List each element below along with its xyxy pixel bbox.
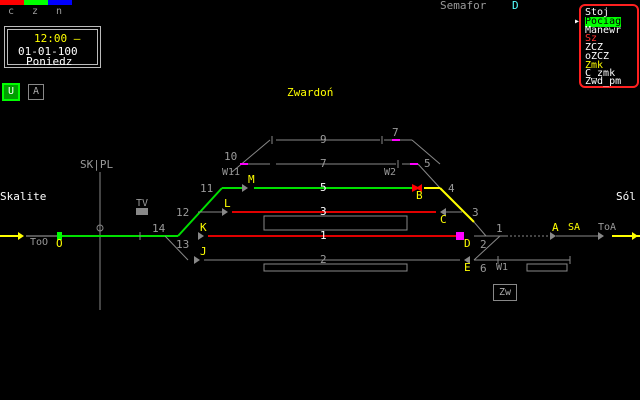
signal-d-label[interactable]: D <box>464 237 471 250</box>
mode-u-label: U <box>7 86 15 97</box>
switch-leg-13 <box>164 235 189 261</box>
arrow-left-icon <box>18 232 24 240</box>
mode-a-label: A <box>32 86 40 97</box>
signal-e-head <box>464 256 470 264</box>
signal-d-head <box>456 232 464 240</box>
arrow-right-icon <box>632 232 638 240</box>
tv-marker <box>136 208 148 215</box>
signal-m-label[interactable]: M <box>248 173 255 186</box>
switch-11-label[interactable]: 11 <box>200 182 214 195</box>
border-post-label: SK|PL <box>80 158 114 171</box>
clock-panel: 12:00 — 01-01-100 Poniedz <box>4 26 101 68</box>
track-1-label: 1 <box>320 229 327 242</box>
platform-lower <box>263 263 408 272</box>
switch-5-label[interactable]: 5 <box>424 157 431 170</box>
track-9-label: 9 <box>320 133 327 146</box>
menu-item-zmk[interactable]: Zmk <box>585 60 604 71</box>
station-skalite: Skalite <box>0 190 47 203</box>
switch-leg-3 <box>473 221 487 237</box>
signal-toa-head <box>598 232 604 240</box>
signal-j-label[interactable]: J <box>200 245 207 258</box>
station-sol: Sól <box>616 190 636 203</box>
menu-item-ozcz[interactable]: oZCZ <box>585 51 610 62</box>
switch-13-label[interactable]: 13 <box>176 238 190 251</box>
switch-w1-label[interactable]: W1 <box>496 262 509 273</box>
signal-l-label[interactable]: L <box>224 197 231 210</box>
signal-o-label[interactable]: O <box>56 237 63 250</box>
clock-date: 01-01-100 <box>18 45 78 58</box>
signal-command-menu: Stoj Pociag Manewr Sz ZCZ oZCZ Zmk C_zmk… <box>579 4 639 88</box>
signal-m-head <box>242 184 248 192</box>
switch-leg-7-upper <box>411 139 441 165</box>
mode-a-button[interactable]: A <box>28 84 44 100</box>
clock-day: Poniedz <box>26 55 73 68</box>
signal-o-head <box>57 232 62 240</box>
signal-e-label[interactable]: E <box>464 261 471 274</box>
signal-tv-label[interactable]: TV <box>136 198 149 209</box>
menu-item-manewr[interactable]: Manewr <box>585 25 622 36</box>
switch-1-label[interactable]: 1 <box>496 222 503 235</box>
legend-label-z: z <box>32 6 39 17</box>
track-5-label: 5 <box>320 181 327 194</box>
menu-item-sz[interactable]: Sz <box>585 33 598 44</box>
switch-14-label[interactable]: 14 <box>152 222 166 235</box>
switch-leg-2 <box>473 235 501 261</box>
switch-2-label[interactable]: 2 <box>480 238 487 251</box>
signal-j-head <box>194 256 200 264</box>
signal-toa-label[interactable]: ToA <box>598 222 617 233</box>
zw-button[interactable]: Zw <box>493 284 517 301</box>
menu-item-c-zmk[interactable]: C_zmk <box>585 68 616 79</box>
switch-leg-4 <box>439 187 475 223</box>
signal-k-label[interactable]: K <box>200 221 207 234</box>
platform-upper <box>263 215 408 231</box>
switch-w2-label[interactable]: W2 <box>384 167 397 178</box>
legend-label-n: n <box>56 6 63 17</box>
border-post-marker <box>96 224 104 232</box>
signal-c-head <box>440 208 446 216</box>
track-2-label: 2 <box>320 253 327 266</box>
signal-c-label[interactable]: C <box>440 213 447 226</box>
mode-u-button[interactable]: U <box>2 83 20 101</box>
legend-red-swatch <box>0 0 24 5</box>
track-7-label: 7 <box>320 157 327 170</box>
signal-too-label[interactable]: ToO <box>30 237 49 248</box>
signal-b-label[interactable]: B <box>416 189 423 202</box>
switch-6-label[interactable]: 6 <box>480 262 487 275</box>
menu-item-zwd-pm[interactable]: Zwd_pm <box>585 76 622 87</box>
signal-l-head <box>222 208 228 216</box>
semafor-label: Semafor <box>440 0 487 12</box>
track-3-label: 3 <box>320 205 327 218</box>
signal-sa-label[interactable]: SA <box>568 222 581 233</box>
signal-a-head <box>550 232 556 240</box>
switch-3-label[interactable]: 3 <box>472 206 479 219</box>
switch-leg-5 <box>417 163 441 189</box>
menu-item-pociag[interactable]: Pociag <box>585 16 622 27</box>
switch-4-label[interactable]: 4 <box>448 182 455 195</box>
station-zwardon: Zwardoń <box>287 86 334 99</box>
switch-7-label[interactable]: 7 <box>392 126 399 139</box>
semafor-value: D <box>512 0 519 12</box>
signal-b-tail <box>416 184 422 192</box>
menu-item-zcz[interactable]: ZCZ <box>585 42 604 53</box>
switch-leg-10 <box>231 139 271 173</box>
switch-10-label[interactable]: 10 <box>224 150 238 163</box>
menu-item-stoj[interactable]: Stoj <box>585 7 610 18</box>
menu-pointer-icon: ▸ <box>574 16 581 27</box>
switch-12-label[interactable]: 12 <box>176 206 190 219</box>
legend-blue-swatch <box>48 0 72 5</box>
legend-label-c: c <box>8 6 15 17</box>
switch-w11-label[interactable]: W11 <box>222 167 241 178</box>
signal-a-label[interactable]: A <box>552 221 559 234</box>
zw-button-label: Zw <box>498 287 512 298</box>
signal-k-head <box>198 232 204 240</box>
legend-green-swatch <box>24 0 48 5</box>
clock-time: 12:00 — <box>34 32 81 45</box>
platform-right <box>526 263 568 272</box>
